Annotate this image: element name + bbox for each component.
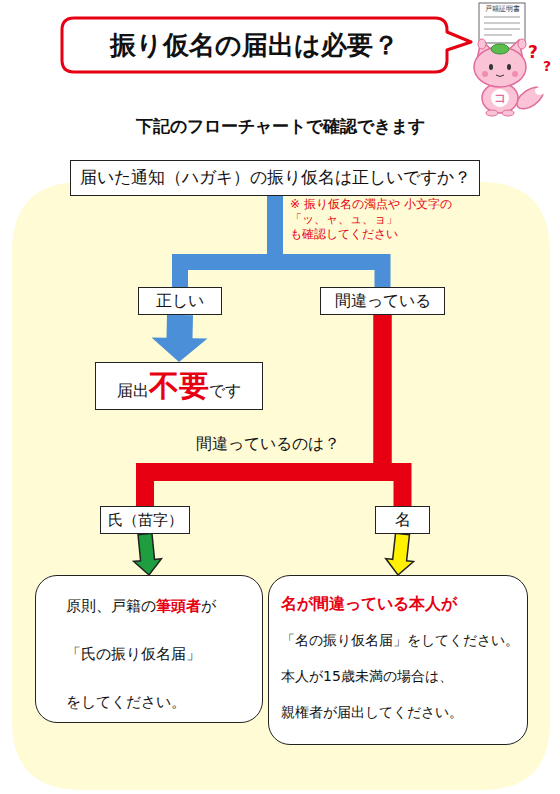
mascot-arm <box>478 39 486 49</box>
node-text: が <box>201 597 216 615</box>
result-box: 届出不要です <box>95 362 263 410</box>
mascot-leaf <box>491 44 509 54</box>
category-box: 氏（苗字） <box>100 506 190 534</box>
sheet-title: 戸籍証明書 <box>479 4 525 14</box>
mascot-foot <box>486 110 498 116</box>
node-text: です <box>209 381 241 400</box>
sheet-line <box>484 17 520 18</box>
title-callout: 振り仮名の届出は必要？ <box>62 18 447 72</box>
category-box: 名 <box>375 506 430 534</box>
node-text: 届いた通知（ハガキ）の振り仮名は正しいですか？ <box>80 167 471 189</box>
mascot-cheek <box>482 71 488 77</box>
sheet-line <box>484 35 512 36</box>
question-mark: ? <box>543 58 551 74</box>
mascot-eye <box>507 64 511 70</box>
mascot-badge <box>491 89 509 107</box>
answer-box: 間違っている <box>320 287 445 315</box>
question-box: 届いた通知（ハガキ）の振り仮名は正しいですか？ <box>70 160 480 196</box>
node-text: 原則、戸籍の <box>66 597 156 615</box>
node-text: 「名の振り仮名届」をしてください。 <box>281 630 527 650</box>
mascot <box>474 3 547 116</box>
connector <box>134 533 162 575</box>
sheet-line <box>484 29 520 30</box>
node-text: 筆頭者 <box>156 597 201 615</box>
node-text: 「氏の振り仮名届」 <box>66 644 262 664</box>
node-text: 届出 <box>117 381 149 400</box>
node-text: 名 <box>395 510 411 531</box>
mascot-foot <box>502 110 514 116</box>
instruction-box: 原則、戸籍の筆頭者が「氏の振り仮名届」をしてください。 <box>35 575 263 723</box>
node-text: 本人が15歳未満の場合は、 <box>281 666 527 686</box>
connector <box>383 315 403 506</box>
node-text: 振り仮名の届出は必要？ <box>110 28 399 63</box>
certificate-sheet <box>479 3 525 43</box>
mascot-mouth <box>496 75 504 77</box>
connector <box>386 533 414 575</box>
node-text: 氏（苗字） <box>108 511 183 530</box>
mascot-tail-tip <box>535 87 545 95</box>
badge-letter: コ <box>491 90 509 106</box>
mascot-cheek <box>512 71 518 77</box>
connector <box>180 196 275 287</box>
connector <box>152 315 208 362</box>
node-text: 親権者が届出してください。 <box>281 702 527 722</box>
branch-question: 間違っているのは？ <box>196 434 340 455</box>
instruction-box: 名が間違っている本人が「名の振り仮名届」をしてください。本人が15歳未満の場合は… <box>268 575 528 745</box>
answer-box: 正しい <box>138 287 222 315</box>
node-text: 名が間違っている本人が <box>281 594 527 614</box>
question-mark: ? <box>528 42 538 62</box>
mascot-arm <box>518 39 526 49</box>
node-text: をしてください。 <box>66 692 262 712</box>
mascot-eye <box>489 64 493 70</box>
node-text: 正しい <box>156 291 204 312</box>
background-panel <box>12 182 550 790</box>
subtitle: 下記のフローチャートで確認できます <box>0 115 560 138</box>
callout-shape <box>62 18 471 72</box>
note: ※ 振り仮名の濁点や 小文字の「ッ、ャ、ュ、ョ」 も確認してください <box>290 197 480 242</box>
sheet-line <box>484 23 520 24</box>
node-text: 間違っている <box>335 291 431 312</box>
node-text: 不要 <box>149 368 209 403</box>
